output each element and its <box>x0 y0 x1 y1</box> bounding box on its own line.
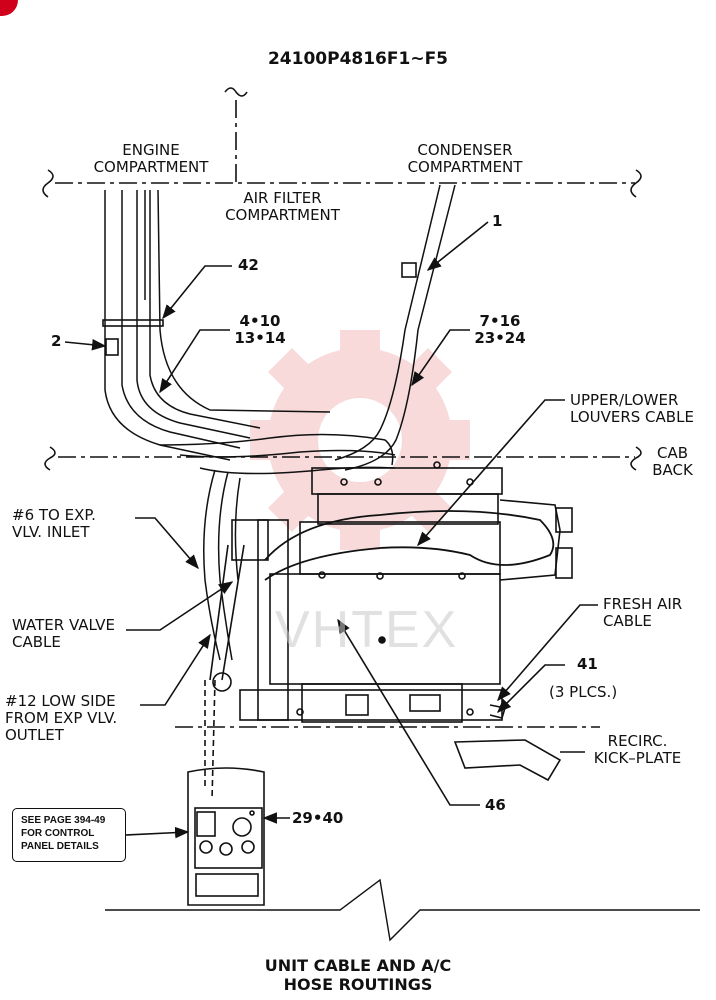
engine-hoses <box>104 189 331 461</box>
part-number: 24100P4816F1~F5 <box>267 49 449 69</box>
leader-7-16 <box>411 329 470 387</box>
callout-2: 2 <box>51 332 62 350</box>
reference-line-3: PANEL DETAILS <box>21 841 99 852</box>
leader-ref <box>125 826 190 839</box>
label-exp-inlet: #6 TO EXP.VLV. INLET <box>12 506 96 541</box>
label-recirc-kick-plate: RECIRC.KICK–PLATE <box>593 732 682 767</box>
kick-plate <box>453 739 562 782</box>
ground-line <box>105 878 700 942</box>
leader-low-side <box>140 633 211 706</box>
watermark-gear-icon <box>250 330 470 550</box>
leader-water-valve <box>126 581 234 631</box>
watermark-text: VHTEX <box>275 601 459 659</box>
reference-note-box: SEE PAGE 394-49 FOR CONTROL PANEL DETAIL… <box>12 808 126 862</box>
control-panel <box>187 767 265 906</box>
leader-louvers <box>417 399 565 547</box>
leader-fresh-air <box>497 604 598 702</box>
boundary-break-right <box>630 169 642 198</box>
condenser-hoses <box>334 184 456 471</box>
reference-line-1: SEE PAGE 394-49 <box>21 815 106 826</box>
leader-46 <box>337 618 480 806</box>
valve-hoses <box>203 469 241 661</box>
callout-1: 1 <box>492 212 503 230</box>
strap-42 <box>102 319 164 327</box>
leader-42 <box>162 265 232 320</box>
louvers-cable <box>264 510 555 581</box>
callout-29-40: 29•40 <box>292 809 344 827</box>
leader-2 <box>64 338 107 351</box>
leader-41 <box>496 664 565 714</box>
vertical-divider-break <box>224 87 248 97</box>
leader-exp-inlet <box>135 517 199 570</box>
leader-1 <box>426 221 489 271</box>
cab-back-break-left <box>44 446 56 471</box>
callout-42: 42 <box>238 256 259 274</box>
callout-41: 41 <box>577 655 598 673</box>
boundary-break-left <box>42 169 54 198</box>
water-valve <box>209 519 269 692</box>
clamp-1 <box>401 262 417 278</box>
cab-back-break-right <box>630 446 642 471</box>
callout-46: 46 <box>485 796 506 814</box>
dashed-cable <box>204 679 216 801</box>
leader-4-10 <box>159 329 230 394</box>
reference-line-2: FOR CONTROL <box>21 828 95 839</box>
clip-2 <box>105 338 119 356</box>
label-3-places: (3 PLCS.) <box>549 683 618 701</box>
